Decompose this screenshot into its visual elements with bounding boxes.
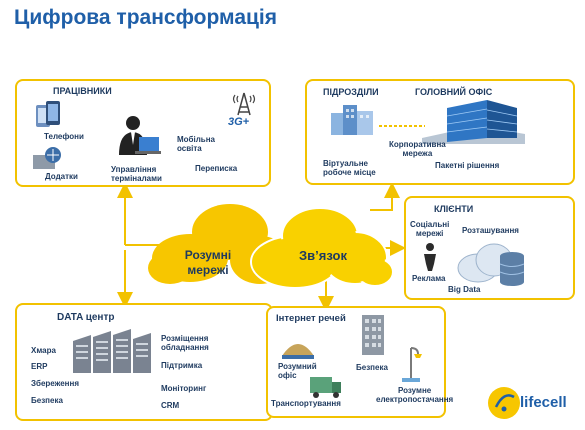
cloud-connection: Зв’язок (299, 248, 347, 263)
person-icon (424, 243, 436, 271)
label-corp-line1: Корпоративна (389, 140, 446, 149)
label-smart-power: Розумне електропостачання (376, 386, 453, 404)
label-placement-line1: Розміщення (161, 334, 209, 343)
clients-title: КЛІЄНТИ (434, 204, 474, 214)
label-social-networks: Соціальні мережі (410, 220, 449, 238)
label-terminals-line1: Управління (111, 165, 157, 174)
label-ads: Реклама (412, 274, 446, 283)
label-placement-line2: обладнання (161, 343, 209, 352)
truck-icon (310, 377, 341, 398)
servers-icon (73, 329, 151, 373)
apps-icon (33, 147, 61, 169)
label-virtual-workplace: Віртуальне робоче місце (323, 159, 376, 177)
iot-title: Інтернет речей (276, 313, 346, 324)
label-transport: Транспортування (271, 399, 341, 408)
label-corp-line2: мережа (402, 149, 433, 158)
label-packaged-solutions: Пакетні рішення (435, 161, 500, 170)
label-location: Розташування (462, 226, 519, 235)
label-storage: Збереження (31, 379, 79, 388)
clouds-graphic (148, 204, 394, 289)
label-mobile-education: Мобільна освіта (177, 135, 215, 153)
network-link-icon (379, 125, 425, 127)
label-terminals: Управління терміналами (111, 165, 162, 183)
label-bigdata: Big Data (448, 285, 481, 294)
lifecell-logo (488, 387, 520, 419)
label-smart-office-line1: Розумний (278, 362, 317, 371)
smartphone-icon (36, 101, 60, 127)
employees-title: ПРАЦІВНИКИ (53, 86, 112, 96)
arrow-to-offices (370, 182, 400, 211)
iot-box: Інтернет речей Розумний офіс Безпека Тра… (266, 306, 453, 418)
page-title: Цифрова трансформація (14, 6, 277, 29)
employees-box: ПРАЦІВНИКИ Телефони Додатки Управління т… (15, 79, 271, 187)
label-corp-network: Корпоративна мережа (389, 140, 446, 158)
division-buildings-icon (331, 105, 373, 135)
cloud-smart-networks: Розумні мережі (176, 248, 240, 278)
label-mobile-edu-line2: освіта (177, 144, 202, 153)
label-crm: CRM (161, 401, 180, 410)
worker-laptop-icon (119, 116, 161, 155)
datacenter-box: DATA центр Хмара ERP Збереження Безпека … (15, 303, 273, 421)
cloud-left-line1: Розумні (184, 248, 232, 262)
label-chat: Переписка (195, 164, 238, 173)
head-office-building-icon (422, 100, 525, 144)
label-virtual-line1: Віртуальне (323, 159, 368, 168)
label-terminals-line2: терміналами (111, 174, 162, 183)
logo-text: lifecell (520, 394, 567, 411)
label-smart-office: Розумний офіс (278, 362, 317, 380)
label-cloud: Хмара (31, 346, 56, 355)
label-dc-security: Безпека (31, 396, 63, 405)
label-iot-security: Безпека (356, 363, 388, 372)
label-mobile-edu-line1: Мобільна (177, 135, 215, 144)
label-erp: ERP (31, 362, 48, 371)
label-support: Підтримка (161, 361, 203, 370)
badge-3g: 3G+ (228, 116, 250, 128)
label-apps: Додатки (45, 172, 78, 181)
clients-box: КЛІЄНТИ Соціальні мережі Розташування Ре… (404, 196, 575, 300)
label-smart-office-line2: офіс (278, 371, 297, 380)
security-building-icon (362, 315, 384, 355)
label-social-line2: мережі (415, 229, 444, 238)
smart-office-icon (282, 344, 314, 359)
divisions-title: ПІДРОЗДІЛИ (323, 87, 379, 97)
bigdata-cloud-icon (457, 243, 525, 286)
antenna-icon (232, 92, 256, 116)
offices-box: ПІДРОЗДІЛИ ГОЛОВНИЙ ОФІС Корпоративна ме… (305, 79, 575, 185)
label-smart-power-line2: електропостачання (376, 395, 454, 404)
label-phones: Телефони (44, 132, 84, 141)
label-virtual-line2: робоче місце (323, 168, 376, 177)
label-monitoring: Моніторинг (161, 384, 207, 393)
head-office-title: ГОЛОВНИЙ ОФІС (415, 87, 493, 97)
street-lamp-icon (402, 347, 422, 382)
cloud-left-line2: мережі (187, 263, 229, 277)
label-smart-power-line1: Розумне (397, 386, 432, 395)
label-social-line1: Соціальні (410, 220, 450, 229)
datacenter-title: DATA центр (57, 312, 115, 323)
label-equipment-placement: Розміщення обладнання (161, 334, 209, 352)
